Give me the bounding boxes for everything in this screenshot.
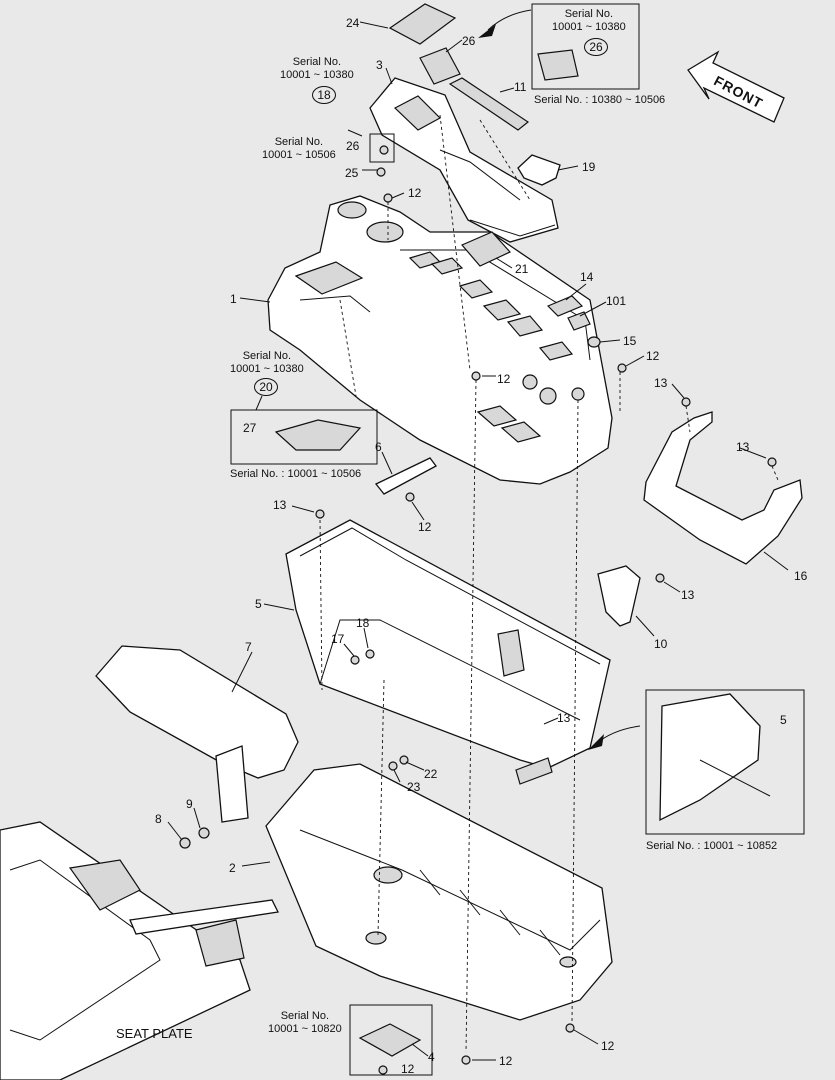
callout-22: 22 (424, 767, 438, 781)
serial-footer-27: Serial No. : 10001 ~ 10506 (230, 468, 362, 480)
part-8-bolt (179, 837, 191, 849)
seat-plate-label: SEAT PLATE (116, 1026, 193, 1041)
part-27-gasket (274, 419, 362, 451)
circled-ref-20: 20 (254, 378, 278, 396)
part-1-console-housing (267, 195, 613, 485)
part-19 (517, 154, 561, 186)
callout-19: 19 (582, 160, 596, 174)
callout-12: 12 (408, 186, 422, 200)
serial-range: 10001 ~ 10820 (268, 1023, 342, 1035)
callout-21: 21 (515, 262, 529, 276)
serial-range: 10001 ~ 10380 (552, 21, 626, 33)
callout-24: 24 (346, 16, 360, 30)
part-21-plate (461, 231, 511, 267)
part-7-armrest (95, 645, 299, 823)
callout-15: 15 (623, 334, 637, 348)
serial-box-top (531, 3, 640, 90)
callout-6: 6 (375, 440, 382, 454)
circled-ref-26: 26 (584, 38, 608, 56)
callout-5: 5 (255, 597, 262, 611)
part-6-bracket (374, 457, 437, 495)
serial-range: 10001 ~ 10380 (280, 69, 354, 81)
serial-note-26: Serial No. 10001 ~ 10506 (262, 136, 336, 162)
serial-note-top: Serial No. 10001 ~ 10380 (552, 8, 626, 34)
callout-11: 11 (514, 80, 527, 94)
callout-12: 12 (646, 349, 660, 363)
serial-range: 10001 ~ 10506 (262, 149, 336, 161)
serial-note-18: Serial No. 10001 ~ 10380 (280, 56, 354, 82)
part-25-screw (376, 167, 386, 177)
callout-2: 2 (229, 861, 236, 875)
callout-5-detail: 5 (780, 713, 787, 727)
part-14 (546, 295, 584, 317)
serial-line: Serial No. (292, 56, 341, 68)
callout-13: 13 (273, 498, 287, 512)
callout-27: 27 (243, 421, 257, 435)
callout-13: 13 (654, 376, 668, 390)
part-17-bolt (350, 655, 360, 665)
serial-line: Serial No. (280, 1010, 329, 1022)
callout-12: 12 (497, 372, 511, 386)
serial-footer-5: Serial No. : 10001 ~ 10852 (646, 840, 778, 852)
callout-26: 26 (462, 34, 476, 48)
serial-range: 10001 ~ 10380 (230, 363, 304, 375)
leader-lines (167, 21, 789, 1061)
callout-14: 14 (580, 270, 594, 284)
callout-13: 13 (557, 711, 571, 725)
callout-12: 12 (418, 520, 432, 534)
part-2-lower-tray (265, 763, 613, 1021)
callout-26-small: 26 (346, 139, 360, 153)
callout-9: 9 (186, 797, 193, 811)
part-16-support (643, 411, 803, 565)
callout-7: 7 (245, 640, 252, 654)
callout-12: 12 (601, 1039, 615, 1053)
callout-18: 18 (356, 616, 370, 630)
callout-17: 17 (331, 632, 345, 646)
callout-4: 4 (428, 1050, 435, 1064)
part-15 (587, 336, 601, 348)
part-11-strip (448, 77, 530, 131)
seat-plate (0, 821, 279, 1080)
callout-13: 13 (736, 440, 750, 454)
callout-23: 23 (407, 780, 421, 794)
part-5-frame (285, 519, 611, 785)
callout-13: 13 (681, 588, 695, 602)
serial-box-27 (230, 409, 378, 465)
leader-box-top (487, 9, 532, 31)
circled-ref-18: 18 (312, 86, 336, 104)
part-26 (419, 47, 461, 85)
callout-16: 16 (794, 569, 808, 583)
part-26-alt (537, 49, 579, 81)
part-101 (567, 311, 591, 331)
part-24 (388, 3, 457, 45)
serial-footer-top: Serial No. : 10380 ~ 10506 (534, 94, 666, 106)
callout-8: 8 (155, 812, 162, 826)
part-10 (597, 565, 641, 627)
serial-box-4 (349, 1004, 433, 1076)
serial-line: Serial No. (564, 8, 613, 20)
part-18-washer (365, 649, 375, 659)
serial-note-4: Serial No. 10001 ~ 10820 (268, 1010, 342, 1036)
serial-box-26-small (369, 133, 395, 163)
front-arrow-icon (687, 50, 785, 123)
callout-1: 1 (230, 292, 237, 306)
callout-3: 3 (376, 58, 383, 72)
serial-line: Serial No. (274, 136, 323, 148)
alignment-dashed-lines (319, 114, 779, 1053)
part-9-washer (198, 827, 210, 839)
part-4-mount (358, 1023, 422, 1057)
callout-12: 12 (401, 1062, 415, 1076)
part-3-upper-cover (369, 77, 559, 243)
callout-12: 12 (499, 1054, 513, 1068)
serial-note-20: Serial No. 10001 ~ 10380 (230, 350, 304, 376)
serial-line: Serial No. (242, 350, 291, 362)
callout-10: 10 (654, 637, 668, 651)
callout-25: 25 (345, 166, 359, 180)
serial-box-5-detail (645, 689, 805, 835)
callout-101: 101 (606, 294, 627, 308)
